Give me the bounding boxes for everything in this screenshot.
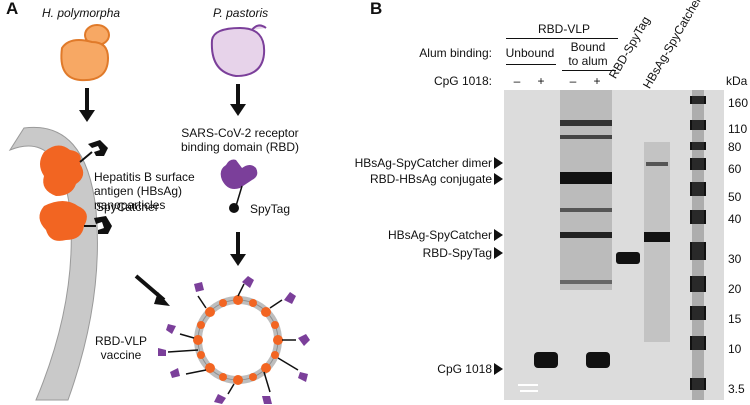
hbsag-spycatcher-bands <box>644 142 670 342</box>
ladder-10: 10 <box>728 342 742 356</box>
vaccine-label-line1: RBD-VLP <box>94 334 147 348</box>
bound-label-line2: to alum <box>568 54 608 68</box>
p-pastoris-yeast-icon <box>210 24 267 78</box>
arrow-diagonal-icon <box>134 274 170 306</box>
well-artifact <box>518 384 538 392</box>
h-polymorpha-yeast-icon <box>60 24 110 82</box>
ladder-15: 15 <box>728 312 742 326</box>
cpg-bands <box>534 352 610 368</box>
bound-underline <box>562 70 616 71</box>
lane-sign-4: + <box>593 74 601 88</box>
hbsag-protein-icon <box>39 145 87 241</box>
ladder-3-5: 3.5 <box>728 382 745 396</box>
ladder-30: 30 <box>728 252 742 266</box>
band-label-spycatcher: HBsAg-SpyCatcher <box>387 228 492 242</box>
ladder-40: 40 <box>728 212 742 226</box>
alum-binding-label: Alum binding: <box>419 46 492 60</box>
unbound-label: Unbound <box>505 46 555 60</box>
panel-b-letter: B <box>370 0 383 18</box>
band-label-dimer: HBsAg-SpyCatcher dimer <box>354 156 492 170</box>
ladder-110: 110 <box>728 122 748 136</box>
rbd-vlp-bands <box>560 90 612 290</box>
group-underline <box>506 38 618 39</box>
arrow-down-left-icon <box>79 88 95 122</box>
gel-image <box>504 90 724 400</box>
ladder-20: 20 <box>728 282 742 296</box>
rbd-label-line1: SARS-CoV-2 receptor <box>181 126 299 140</box>
arrow-down-right-top-icon <box>230 84 246 116</box>
rbd-label-line2: binding domain (RBD) <box>180 140 300 154</box>
band-label-cpg: CpG 1018 <box>437 362 492 376</box>
rbd-spytag-icon <box>220 159 258 213</box>
h-polymorpha-label: H. polymorpha <box>42 6 121 20</box>
rbd-spytag-band <box>616 252 640 264</box>
arrow-down-right-bottom-icon <box>230 232 246 266</box>
spycatcher-icon <box>79 140 112 234</box>
spytag-label: SpyTag <box>250 202 291 216</box>
ladder-bands <box>690 90 706 400</box>
group-label: RBD-VLP <box>537 22 590 36</box>
ladder-160: 160 <box>728 96 749 110</box>
ladder-60: 60 <box>728 162 742 176</box>
ladder-50: 50 <box>728 190 742 204</box>
lane-sign-3: – <box>569 74 577 88</box>
hbsag-label-line1: Hepatitis B surface <box>94 170 195 184</box>
band-label-conjugate: RBD-HBsAg conjugate <box>369 172 492 186</box>
panel-a-letter: A <box>6 0 19 18</box>
band-label-spytag: RBD-SpyTag <box>422 246 492 260</box>
vaccine-label-line2: vaccine <box>100 348 142 362</box>
lane-sign-2: + <box>537 74 545 88</box>
kda-label: kDa <box>726 74 748 88</box>
p-pastoris-label: P. pastoris <box>213 6 269 20</box>
spycatcher-label: SpyCatcher <box>96 200 159 214</box>
rbd-vlp-particle-icon <box>158 276 310 404</box>
bound-label-line1: Bound <box>570 40 606 54</box>
lane-sign-1: – <box>513 74 521 88</box>
cpg-label: CpG 1018: <box>433 74 492 88</box>
hbsag-label-line3: nanoparticles <box>94 198 166 212</box>
ladder-80: 80 <box>728 140 742 154</box>
hbsag-label-line2: antigen (HBsAg) <box>94 184 183 198</box>
unbound-underline <box>506 64 556 65</box>
